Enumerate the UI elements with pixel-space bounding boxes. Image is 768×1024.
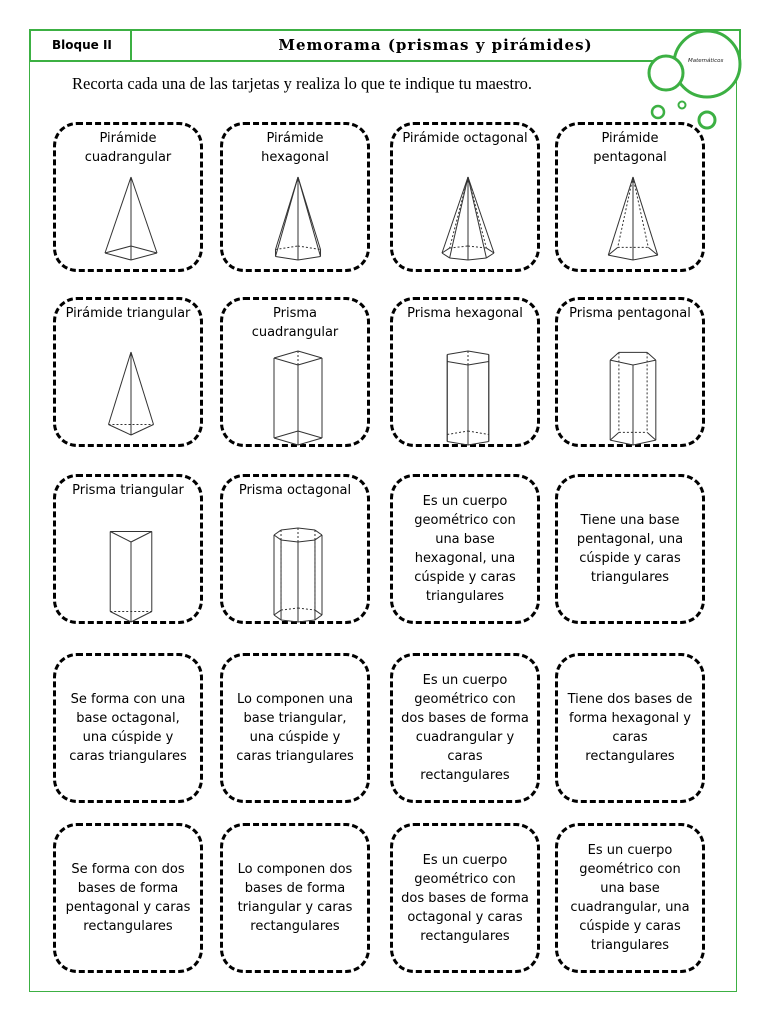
memory-card[interactable]: Pirámide hexagonal — [220, 122, 370, 272]
pyramid-hexagonal-icon — [274, 176, 322, 261]
card-label: Pirámide octagonal — [402, 131, 528, 146]
card-label: Prisma cuadrangular — [251, 306, 339, 340]
prism-square-icon — [273, 350, 323, 446]
card-label: Es un cuerpo geométrico con una base cua… — [570, 843, 690, 953]
card-label: Pirámide triangular — [65, 306, 191, 321]
card-label: Pirámide hexagonal — [261, 131, 329, 165]
memory-card[interactable]: Prisma cuadrangular — [220, 297, 370, 447]
card-label: Es un cuerpo geométrico con una base hex… — [414, 494, 516, 604]
memory-card[interactable]: Se forma con una base octagonal, una cús… — [53, 653, 203, 803]
card-label: Se forma con dos bases de forma pentagon… — [65, 862, 191, 934]
page-title: Memorama (prismas y pirámides) — [278, 36, 593, 54]
card-label: Prisma hexagonal — [407, 306, 523, 321]
prism-hexagonal-icon — [446, 350, 490, 446]
prism-pentagonal-icon — [609, 351, 657, 446]
card-label: Prisma pentagonal — [569, 306, 691, 321]
memory-card[interactable]: Pirámide pentagonal — [555, 122, 705, 272]
memory-card[interactable]: Tiene una base pentagonal, una cúspide y… — [555, 474, 705, 624]
memory-card[interactable]: Es un cuerpo geométrico con dos bases de… — [390, 653, 540, 803]
card-label: Prisma triangular — [72, 483, 184, 498]
card-label: Pirámide cuadrangular — [84, 131, 172, 165]
pyramid-pentagonal-icon — [607, 176, 659, 261]
memory-card[interactable]: Lo componen dos bases de forma triangula… — [220, 823, 370, 973]
card-label: Es un cuerpo geométrico con dos bases de… — [401, 673, 529, 783]
memory-card[interactable]: Tiene dos bases de forma hexagonal y car… — [555, 653, 705, 803]
card-label: Tiene una base pentagonal, una cúspide y… — [576, 513, 684, 585]
memory-card[interactable]: Se forma con dos bases de forma pentagon… — [53, 823, 203, 973]
instructions: Recorta cada una de las tarjetas y reali… — [72, 74, 532, 93]
memory-card[interactable]: Pirámide cuadrangular — [53, 122, 203, 272]
memory-card[interactable]: Prisma hexagonal — [390, 297, 540, 447]
memory-card[interactable]: Lo componen una base triangular, una cús… — [220, 653, 370, 803]
card-label: Pirámide pentagonal — [593, 131, 667, 165]
memory-card[interactable]: Es un cuerpo geométrico con una base cua… — [555, 823, 705, 973]
memory-card[interactable]: Prisma pentagonal — [555, 297, 705, 447]
card-label: Lo componen dos bases de forma triangula… — [237, 862, 353, 934]
memory-card[interactable]: Es un cuerpo geométrico con una base hex… — [390, 474, 540, 624]
card-label: Se forma con una base octagonal, una cús… — [69, 692, 187, 764]
block-label: Bloque II — [31, 31, 132, 60]
pyramid-square-icon — [104, 176, 158, 261]
memory-card[interactable]: Prisma octagonal — [220, 474, 370, 624]
pyramid-octagonal-icon — [441, 176, 495, 261]
card-label: Prisma octagonal — [238, 483, 352, 498]
memory-card[interactable]: Prisma triangular — [53, 474, 203, 624]
subject-tag: Matemáticos — [688, 58, 724, 64]
prism-triangular-icon — [109, 531, 153, 623]
memory-card[interactable]: Pirámide triangular — [53, 297, 203, 447]
card-label: Es un cuerpo geométrico con dos bases de… — [401, 852, 529, 944]
pyramid-triangular-icon — [108, 351, 154, 436]
card-label: Lo componen una base triangular, una cús… — [236, 692, 354, 764]
header-bar: Bloque II Memorama (prismas y pirámides) — [29, 29, 741, 62]
memory-card[interactable]: Pirámide octagonal — [390, 122, 540, 272]
prism-octagonal-icon — [273, 527, 323, 623]
card-label: Tiene dos bases de forma hexagonal y car… — [567, 692, 693, 764]
memory-card[interactable]: Es un cuerpo geométrico con dos bases de… — [390, 823, 540, 973]
